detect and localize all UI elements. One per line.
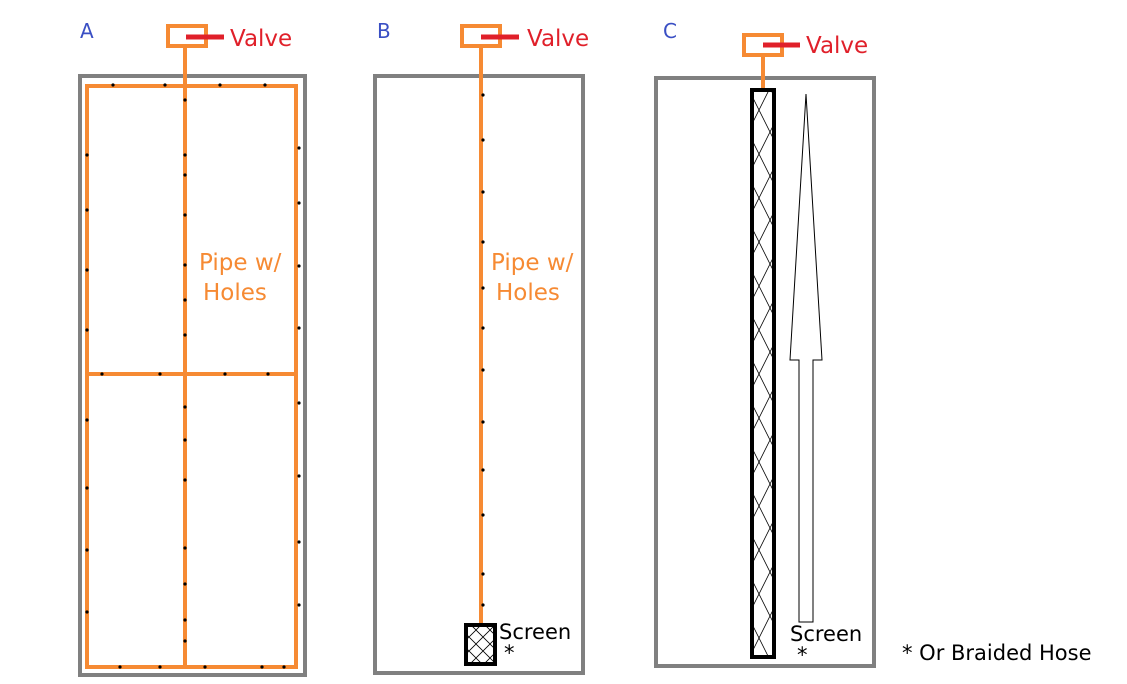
valve-label-b: Valve bbox=[527, 26, 589, 52]
pipe-hole bbox=[481, 513, 485, 517]
pipe-hole bbox=[481, 286, 485, 290]
pipe-hole bbox=[481, 326, 485, 330]
pipe-hole bbox=[481, 572, 485, 576]
pipe-grid-a bbox=[85, 46, 298, 669]
pipe-hole bbox=[85, 268, 89, 272]
tank-a bbox=[78, 74, 307, 677]
pipe-hole bbox=[282, 665, 286, 669]
pipe-hole bbox=[481, 240, 485, 244]
pipe-hole bbox=[297, 326, 301, 330]
screen-label-b: Screen bbox=[499, 620, 571, 644]
pipe-hole bbox=[183, 438, 187, 442]
valve-a bbox=[166, 24, 224, 48]
pipe-label-a-line2: Holes bbox=[203, 280, 267, 306]
pipe-label-b-line1: Pipe w/ bbox=[491, 250, 574, 276]
pipe-hole bbox=[183, 618, 187, 622]
pipe-hole bbox=[183, 173, 187, 177]
pipe-hole bbox=[183, 478, 187, 482]
screen-b bbox=[464, 623, 497, 666]
panel-letter-c: C bbox=[663, 19, 677, 43]
pipe-hole bbox=[183, 639, 187, 643]
footnote: * Or Braided Hose bbox=[902, 641, 1092, 665]
panel-b: B Valve Pipe w/ Holes Screen * bbox=[373, 19, 589, 675]
pipe-hole bbox=[481, 190, 485, 194]
panel-a: A Valve Pipe w/ Holes bbox=[78, 19, 307, 677]
pipe-hole bbox=[183, 333, 187, 337]
pipe-hole bbox=[183, 263, 187, 267]
pipe-hole bbox=[297, 603, 301, 607]
screen-mark-c: * bbox=[797, 643, 808, 667]
pipe-hole bbox=[158, 665, 162, 669]
pipe-hole bbox=[85, 610, 89, 614]
pipe-hole bbox=[481, 138, 485, 142]
valve-label-a: Valve bbox=[230, 26, 292, 52]
pipe-hole bbox=[481, 420, 485, 424]
pipe-hole bbox=[218, 83, 222, 87]
valve-b bbox=[460, 24, 519, 48]
valve-label-c: Valve bbox=[806, 33, 868, 59]
pipe-hole bbox=[183, 582, 187, 586]
pipe-hole bbox=[297, 264, 301, 268]
pipe-hole bbox=[85, 486, 89, 490]
screen-mark-b: * bbox=[504, 641, 515, 665]
pipe-holes-a bbox=[85, 83, 301, 669]
screen-label-c: Screen bbox=[790, 622, 862, 646]
pipe-hole bbox=[297, 540, 301, 544]
pipe-hole bbox=[297, 201, 301, 205]
screen-c bbox=[750, 88, 776, 659]
pipe-hole bbox=[260, 665, 264, 669]
pipe-hole bbox=[163, 83, 167, 87]
pipe-hole bbox=[183, 298, 187, 302]
pipe-hole bbox=[481, 468, 485, 472]
pipe-hole bbox=[183, 213, 187, 217]
pipe-hole bbox=[100, 372, 104, 376]
pipe-hole bbox=[183, 153, 187, 157]
pipe-label-a-line1: Pipe w/ bbox=[199, 250, 282, 276]
pipe-hole bbox=[297, 401, 301, 405]
pipe-hole bbox=[183, 98, 187, 102]
pipe-hole bbox=[85, 328, 89, 332]
up-arrow-icon bbox=[789, 93, 823, 623]
pipe-hole bbox=[481, 368, 485, 372]
pipe-hole bbox=[183, 405, 187, 409]
pipe-hole bbox=[481, 93, 485, 97]
pipe-hole bbox=[118, 665, 122, 669]
pipe-hole bbox=[223, 372, 227, 376]
pipe-holes-b bbox=[481, 93, 485, 607]
pipe-hole bbox=[85, 418, 89, 422]
pipe-hole bbox=[85, 548, 89, 552]
valve-c bbox=[742, 33, 800, 57]
pipe-hole bbox=[111, 83, 115, 87]
pipe-hole bbox=[203, 665, 207, 669]
panel-letter-a: A bbox=[80, 19, 94, 43]
pipe-label-b-line2: Holes bbox=[496, 280, 560, 306]
panel-c: C Valve Screen * bbox=[654, 19, 876, 668]
pipe-hole bbox=[481, 603, 485, 607]
pipe-hole bbox=[297, 146, 301, 150]
panel-letter-b: B bbox=[377, 19, 391, 43]
pipe-hole bbox=[85, 153, 89, 157]
pipe-hole bbox=[263, 83, 267, 87]
pipe-hole bbox=[85, 208, 89, 212]
pipe-hole bbox=[183, 546, 187, 550]
pipe-hole bbox=[297, 474, 301, 478]
pipe-hole bbox=[158, 372, 162, 376]
pipe-hole bbox=[266, 372, 270, 376]
